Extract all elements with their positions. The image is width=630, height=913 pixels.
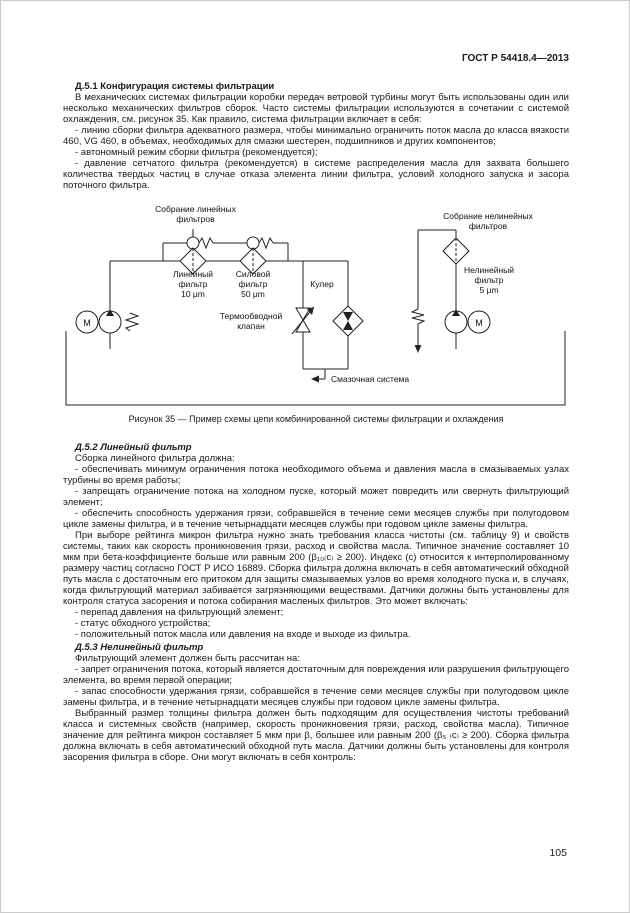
thermal-valve-icon	[295, 319, 311, 333]
flow-arrow-icon	[414, 345, 422, 353]
list-item: - запрет ограничения потока, который явл…	[63, 664, 569, 686]
relief-valve-icon	[410, 308, 426, 325]
cooler-triangle-icon	[343, 321, 353, 330]
thermal-valve-icon	[295, 307, 311, 321]
hydraulic-schematic: M M	[65, 229, 566, 406]
motor-icon	[467, 310, 491, 334]
offline-filter-icon	[442, 237, 470, 265]
label-cooler: Кулер	[310, 279, 334, 289]
paragraph: Сборка линейного фильтра должна:	[75, 453, 235, 464]
paragraph: При выборе рейтинга микрон фильтра нужно…	[63, 530, 569, 607]
section-heading-d52: Д.5.2 Линейный фильтр	[75, 442, 192, 453]
document-header: ГОСТ Р 54418.4—2013	[462, 53, 569, 64]
pump-flow-triangle-icon	[452, 309, 460, 316]
spring-icon	[198, 236, 214, 250]
relief-valve-icon	[124, 312, 140, 332]
list-item: - автономный режим сборки фильтра (реком…	[75, 147, 318, 158]
check-valve-icon	[186, 236, 200, 250]
paragraph: Фильтрующий элемент должен быть рассчита…	[75, 653, 300, 664]
pump-flow-triangle-icon	[106, 309, 114, 316]
cooler-icon	[332, 305, 364, 337]
motor-label: M	[475, 318, 483, 328]
section-heading-d51: Д.5.1 Конфигурация системы фильтрации	[75, 81, 275, 92]
section-heading-d53: Д.5.3 Нелинейный фильтр	[75, 642, 204, 653]
label-offline-filter-assembly: Собрание нелинейных фильтров	[443, 211, 533, 231]
cooler-triangle-icon	[343, 312, 353, 321]
check-valve-icon	[246, 236, 260, 250]
label-inline-filter-assembly: Собрание линейных фильтров	[155, 204, 236, 224]
paragraph: Выбранный размер толщины фильтра должен …	[63, 708, 569, 763]
tank-outline	[65, 331, 566, 406]
label-inline-filter: Линейный фильтр 10 μm	[172, 269, 214, 299]
doc-number: ГОСТ Р 54418.4—2013	[461, 53, 569, 64]
list-item: - давление сетчатого фильтра (рекомендуе…	[63, 158, 569, 191]
list-item: - запрещать ограничение потока на холодн…	[63, 486, 569, 508]
figure-35: M M Собрание линейных фильтров Собрание …	[63, 203, 568, 408]
flow-arrow-icon	[311, 375, 319, 383]
list-item: - запас способности удержания грязи, соб…	[63, 686, 569, 708]
list-item: - линию сборки фильтра адекватного разме…	[63, 125, 569, 147]
spring-icon	[258, 236, 274, 250]
list-item: - обеспечить способность удержания грязи…	[63, 508, 569, 530]
label-thermal-valve: Термообводной клапан	[219, 311, 283, 331]
paragraph: В механических системах фильтрации короб…	[63, 92, 569, 125]
label-offline-filter: Нелинейный фильтр 5 μm	[463, 265, 514, 295]
motor-label: M	[83, 318, 91, 328]
page-content: Д.5.1 Конфигурация системы фильтрации В …	[63, 79, 569, 763]
list-item: - обеспечивать минимум ограничения поток…	[63, 464, 569, 486]
pipe-lines	[65, 229, 566, 406]
figure-caption: Рисунок 35 — Пример схемы цепи комбиниро…	[128, 414, 504, 424]
label-lube-system: Смазочная система	[331, 374, 410, 384]
label-pressure-filter: Силовой фильтр 50 μm	[235, 269, 271, 299]
list-item: - статус обходного устройства;	[75, 618, 211, 629]
page-number: 105	[549, 847, 567, 859]
valve-arrow-icon	[307, 307, 314, 315]
list-item: - положительный поток масла или давления…	[75, 629, 411, 640]
list-item: - перепад давления на фильтрующий элемен…	[75, 607, 284, 618]
motor-icon	[75, 310, 99, 334]
